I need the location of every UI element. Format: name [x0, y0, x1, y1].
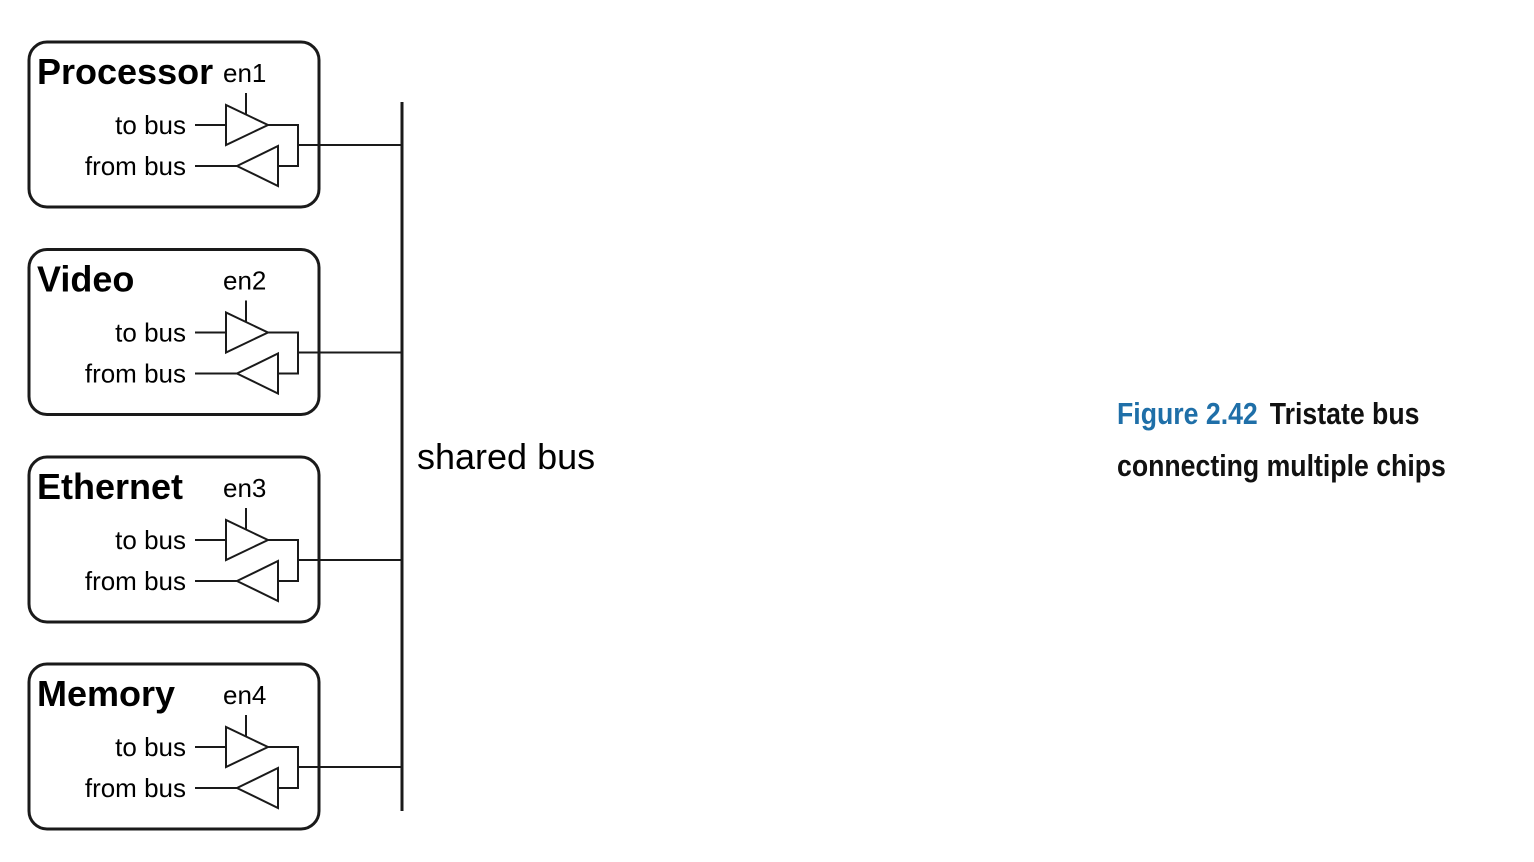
caption-line-1: Figure 2.42 Tristate bus: [1117, 388, 1470, 440]
receiver-input-wire: [278, 560, 299, 582]
figure-number: Figure 2.42: [1117, 396, 1258, 431]
chip-box: [27, 455, 321, 624]
driver-output-wire: [268, 539, 299, 560]
tristate-driver-icon: [225, 310, 271, 355]
from-bus-label: from bus: [85, 566, 186, 596]
chip-name: Ethernet: [37, 466, 183, 507]
to-bus-label: to bus: [115, 525, 186, 555]
receiver-input-wire: [278, 145, 299, 167]
receiver-buffer-icon: [234, 351, 279, 396]
receiver-input-wire: [278, 767, 299, 789]
receiver-input-wire: [278, 352, 299, 375]
receiver-buffer-icon: [234, 766, 279, 810]
enable-label: en4: [223, 680, 266, 710]
to-bus-label: to bus: [115, 318, 186, 348]
enable-label: en1: [223, 58, 266, 88]
receiver-buffer-icon: [234, 559, 279, 603]
figure-caption: Figure 2.42 Tristate bus connecting multi…: [1117, 388, 1470, 492]
from-bus-label: from bus: [85, 773, 186, 803]
caption-line-2: connecting multiple chips: [1117, 448, 1446, 483]
to-bus-label: to bus: [115, 110, 186, 140]
receiver-buffer-icon: [234, 144, 279, 188]
driver-output-wire: [268, 331, 299, 353]
chip-processor: Processor en1 to bus from bus: [27, 40, 402, 209]
tristate-driver-icon: [225, 103, 271, 147]
enable-label: en2: [223, 266, 266, 296]
driver-output-wire: [268, 746, 299, 767]
chip-name: Memory: [37, 673, 175, 714]
from-bus-label: from bus: [85, 359, 186, 389]
tristate-driver-icon: [225, 518, 271, 562]
chip-name: Video: [37, 259, 134, 300]
chip-box: [27, 40, 321, 209]
chip-name: Processor: [37, 51, 213, 92]
to-bus-label: to bus: [115, 732, 186, 762]
chip-video: Video en2 to bus from bus: [27, 248, 402, 416]
chip-memory: Memory en4 to bus from bus: [27, 662, 402, 831]
enable-label: en3: [223, 473, 266, 503]
shared-bus-label: shared bus: [417, 436, 595, 477]
chip-box: [27, 248, 321, 416]
driver-output-wire: [268, 124, 299, 145]
caption-title: Tristate bus: [1269, 396, 1420, 431]
chip-box: [27, 662, 321, 831]
from-bus-label: from bus: [85, 151, 186, 181]
chip-ethernet: Ethernet en3 to bus from bus: [27, 455, 402, 624]
tristate-driver-icon: [225, 725, 271, 769]
